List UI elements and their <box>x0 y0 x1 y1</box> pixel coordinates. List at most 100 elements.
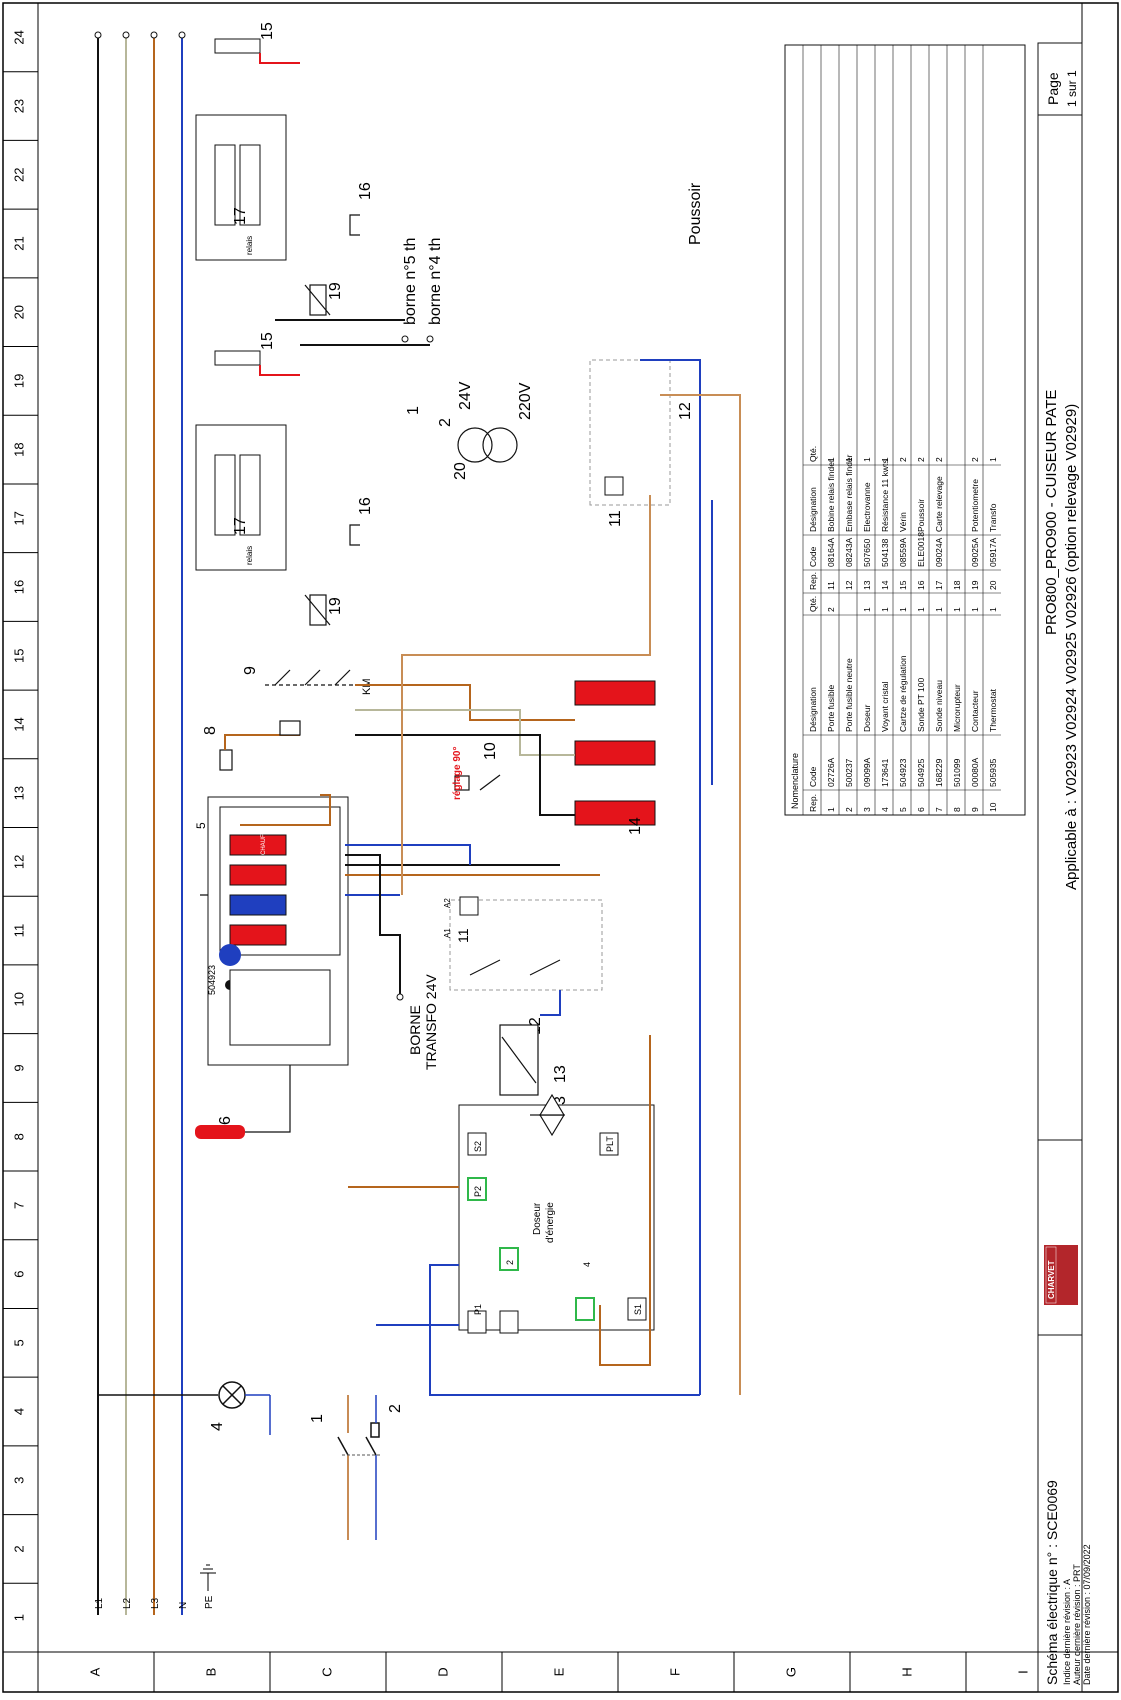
column-number: 15 <box>11 648 26 662</box>
column-number: 19 <box>11 374 26 388</box>
pushbuttons-16 <box>349 214 360 546</box>
table-cell: 14 <box>880 580 890 590</box>
row-letter: C <box>319 1667 334 1676</box>
relevage-card-17-right <box>195 114 287 261</box>
row-letter: A <box>87 1667 102 1676</box>
table-cell: Contacteur <box>970 690 980 732</box>
ref-17b-label: 17 <box>232 207 249 225</box>
product-title: PRO800_PRO900 - CUISEUR PATE <box>1043 390 1060 635</box>
card-code-label: 504923 <box>207 965 217 995</box>
table-header-cell: Rep. <box>808 572 818 590</box>
ref-13-label: 13 <box>552 1065 569 1083</box>
jacks-15 <box>214 38 300 376</box>
table-cell: 2 <box>844 807 854 812</box>
table-cell: 18 <box>952 580 962 590</box>
ref-3-label: 3 <box>552 1096 569 1105</box>
control-card-5 <box>207 796 349 1066</box>
column-number: 20 <box>11 305 26 319</box>
fuse-holders-1-2 <box>337 1395 380 1540</box>
table-cell: 7 <box>934 807 944 812</box>
ref-16a-label: 16 <box>357 497 374 515</box>
table-cell: 2 <box>934 457 944 462</box>
borne-5-label: borne n°5 th <box>402 238 419 325</box>
table-cell: Doseur <box>862 704 872 732</box>
charvet-logo: CHARVET <box>1044 1245 1078 1305</box>
column-number: 8 <box>11 1133 26 1140</box>
ref-10-label: 10 <box>482 742 499 760</box>
row-letter: H <box>899 1667 914 1676</box>
contactor-9 <box>265 669 355 736</box>
table-cell: 504925 <box>916 758 926 787</box>
revision-author: Auteur dernière révision : PRT <box>1072 1564 1082 1685</box>
doseur-wiring <box>348 1035 701 1396</box>
table-cell: 168229 <box>934 758 944 787</box>
doseur-title-1: Doseur <box>532 1202 543 1235</box>
column-number: 5 <box>11 1339 26 1346</box>
doseur-p2-label: P2 <box>473 1186 483 1197</box>
column-number: 16 <box>11 580 26 594</box>
table-cell: 1 <box>880 457 890 462</box>
voltage-24v-label: 24V <box>457 381 474 410</box>
row-letter: B <box>203 1668 218 1677</box>
ref-8-label: 8 <box>202 726 219 735</box>
table-cell: 12 <box>844 580 854 590</box>
energy-regulator-box <box>458 1104 655 1334</box>
column-number: 10 <box>11 992 26 1006</box>
table-cell: 1 <box>880 607 890 612</box>
doseur-2-label: 2 <box>505 1260 515 1265</box>
applicability-note: Applicable à : V02923 V02924 V02925 V029… <box>1063 404 1080 890</box>
column-number: 2 <box>11 1545 26 1552</box>
table-cell: Bobine relais finder <box>826 459 836 532</box>
ref-2b-label: 2 <box>437 418 454 427</box>
routing-wires <box>275 319 741 1395</box>
ref-20-label: 20 <box>452 462 469 480</box>
ref-17a-label: 17 <box>232 517 249 535</box>
table-cell: 1 <box>952 607 962 612</box>
title-block: Schéma électrique n° : SCE0069 Indice de… <box>1037 42 1092 1693</box>
table-cell: 6 <box>916 807 926 812</box>
table-cell: Porte fusible neutre <box>844 658 854 732</box>
table-cell: Sonde PT 100 <box>916 678 926 732</box>
table-header-cell: Désignation <box>808 687 818 732</box>
solenoid-valve-13 <box>499 1024 566 1137</box>
thermostat-10 <box>454 774 501 791</box>
table-cell: Porte fusible <box>826 684 836 732</box>
column-number: 3 <box>11 1477 26 1484</box>
doseur-4-label: 4 <box>582 1262 592 1267</box>
column-number: 14 <box>11 717 26 731</box>
page-value: 1 sur 1 <box>1065 70 1079 107</box>
relevage-card-17-left <box>195 424 287 571</box>
supply-pe-label: PE <box>204 1595 215 1609</box>
table-cell: 19 <box>970 580 980 590</box>
column-number: 9 <box>11 1064 26 1071</box>
ref-11a-label: 11 <box>455 928 471 943</box>
supply-l1-label: L1 <box>94 1597 105 1609</box>
ref-11b-label: 11 <box>607 510 624 527</box>
ref-19b-label: 19 <box>327 282 344 300</box>
table-cell: ELE0018 <box>916 532 926 567</box>
relay-a2-label: A2 <box>443 898 452 908</box>
table-header-cell: Désignation <box>808 487 818 532</box>
table-header-cell: Code <box>808 546 818 567</box>
column-number: 22 <box>11 168 26 182</box>
table-cell: Cartze de régulation <box>898 655 908 732</box>
column-number: 7 <box>11 1202 26 1209</box>
revision-index: Indice dernière révision : A <box>1062 1579 1072 1685</box>
relay-a1-label: A1 <box>443 928 452 938</box>
ref-12b-label: 12 <box>677 402 694 420</box>
transfo-terminal-icon <box>396 993 404 1001</box>
km-label: KM <box>361 679 373 696</box>
doseur-p1-label: P1 <box>473 1304 483 1315</box>
earth-icon <box>200 1564 216 1591</box>
table-header-cell: Rep. <box>808 794 818 812</box>
borne-transfo-line2: TRANSFO 24V <box>423 974 439 1070</box>
table-cell: 504923 <box>898 758 908 787</box>
table-cell: Electrovanne <box>862 482 872 532</box>
table-cell: 15 <box>898 580 908 590</box>
nomenclature-title: Nomenclature <box>790 753 800 809</box>
table-cell: 08164A <box>826 537 836 567</box>
table-cell: 09024A <box>934 537 944 567</box>
row-letter: E <box>551 1667 566 1676</box>
table-cell: 501099 <box>952 758 962 787</box>
